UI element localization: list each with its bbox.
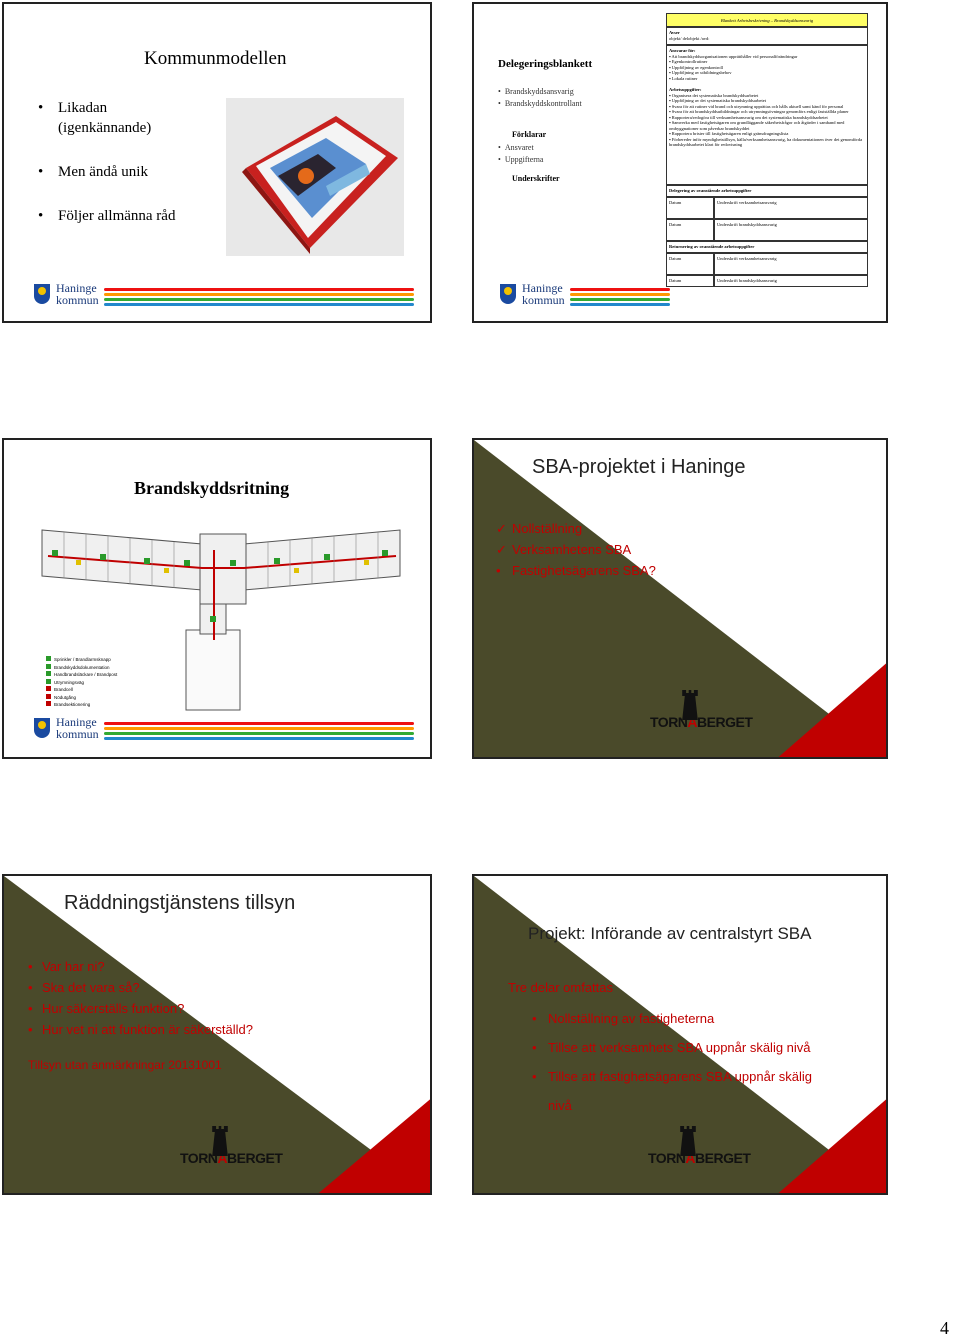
status-item-verksamhet: ✓Verksamhetens SBA bbox=[496, 542, 632, 557]
wave-decoration bbox=[104, 286, 414, 312]
status-list: ✓Nollställning ✓Verksamhetens SBA •Fasti… bbox=[496, 518, 656, 581]
floor-plan-legend: Sprinkler / Brandlarmsknapp Brandskyddsd… bbox=[46, 656, 117, 709]
wave-decoration bbox=[104, 720, 414, 746]
form-line: ▪ Svara för att rutiner vid brand och ut… bbox=[669, 103, 844, 109]
form-line: ▪ Samverka med fastighetsägaren om grund… bbox=[669, 120, 845, 131]
tower-icon bbox=[680, 1126, 696, 1156]
form-line: ▪ Förbereder inför myndighetstillsyn, kä… bbox=[669, 136, 863, 148]
tower-icon bbox=[682, 690, 698, 720]
slide-projekt-centralstyrt-sba: Projekt: Införande av centralstyrt SBA T… bbox=[472, 874, 888, 1195]
page-number: 4 bbox=[940, 1318, 949, 1338]
slide-title: Delegeringsblankett bbox=[498, 58, 593, 70]
slide-title: Kommunmodellen bbox=[144, 48, 287, 69]
scope-item-cont: nivå bbox=[548, 1098, 572, 1113]
bullet-item: •Likadan bbox=[38, 100, 108, 116]
slide-kommunmodellen: Kommunmodellen •Likadan (igenkännande) •… bbox=[2, 2, 432, 323]
list-roles: • Brandskyddsansvarig • Brandskyddskontr… bbox=[498, 86, 582, 110]
slide-background bbox=[474, 876, 886, 1193]
bullet-list: •Likadan (igenkännande) •Men ändå unik •… bbox=[38, 100, 175, 228]
legend-item: Utrymningsväg bbox=[46, 678, 117, 687]
legend-item: Brandcell bbox=[46, 686, 117, 694]
form-avser: Avser objekt/ delobjekt /avd: bbox=[666, 27, 868, 45]
slide-title: Räddningstjänstens tillsyn bbox=[64, 892, 296, 914]
slide-background bbox=[474, 440, 886, 757]
scope-item: •Tillse att fastighetsägarens SBA uppnår… bbox=[532, 1069, 812, 1084]
form-signature-cell: Underskrift verksamhetsansvarig bbox=[714, 197, 868, 219]
wave-decoration bbox=[570, 286, 670, 312]
form-line: ▪ Uppföljning av utbildningsbehov bbox=[669, 70, 732, 75]
haninge-shield-icon bbox=[34, 718, 50, 738]
binder-image bbox=[242, 116, 398, 254]
scope-item: •Tillse att verksamhets SBA uppnår skäli… bbox=[532, 1040, 811, 1055]
form-signature-cell: Underskrift brandskyddsansvarig bbox=[714, 275, 868, 287]
haninge-shield-icon bbox=[34, 284, 50, 304]
form-responsibilities: Ansvarar för: ▪ Att brandskyddsorganisat… bbox=[666, 45, 868, 185]
scope-item: •Nollställning av fastigheterna bbox=[532, 1011, 715, 1026]
form-signature-cell: Underskrift brandskyddsansvarig bbox=[714, 219, 868, 241]
form-line: ▪ Rapportera/redogöra till verksamhetsan… bbox=[669, 114, 828, 120]
binder-photo bbox=[226, 98, 404, 256]
bullet-item-cont: (igenkännande) bbox=[58, 120, 152, 136]
slide-raddningstjanstens-tillsyn: Räddningstjänstens tillsyn •Var har ni? … bbox=[2, 874, 432, 1195]
form-delegation-label: Delegering av ovanstående arbetsuppgifte… bbox=[666, 185, 868, 197]
list-explains: • Ansvaret • Uppgifterna bbox=[498, 142, 543, 166]
slide-title: Projekt: Införande av centralstyrt SBA bbox=[528, 924, 812, 943]
form-line: ▪ Att brandskyddsorganisationen upprätth… bbox=[669, 53, 798, 59]
heading-underskrifter: Underskrifter bbox=[512, 174, 560, 183]
question-item: •Hur vet ni att funktion är säkerställd? bbox=[28, 1022, 253, 1037]
intro-text: Tre delar omfattas bbox=[508, 980, 614, 995]
form-line: ▪ Lokala rutiner bbox=[669, 75, 698, 81]
tornaberget-logo: TORNABERGET bbox=[648, 1126, 751, 1166]
form-line: ▪ Uppföljning av det systematiska brands… bbox=[669, 98, 766, 103]
scope-list: •Nollställning av fastigheterna •Tillse … bbox=[532, 1004, 812, 1120]
form-line: ▪ Organisera det systematiska brandskydd… bbox=[669, 92, 759, 98]
tornaberget-logo: TORNABERGET bbox=[180, 1126, 283, 1166]
slide-title: SBA-projektet i Haninge bbox=[532, 456, 746, 478]
floor-plan bbox=[41, 529, 401, 711]
form-signature-cell: Underskrift verksamhetsansvarig bbox=[714, 253, 868, 275]
heading-forklarar: Förklarar bbox=[512, 130, 547, 139]
haninge-shield-icon bbox=[500, 284, 516, 304]
list-item: • Brandskyddsansvarig bbox=[498, 87, 574, 96]
question-item: •Hur säkerställs funktion? bbox=[28, 1001, 185, 1016]
form-date-cell: Datum bbox=[666, 253, 714, 275]
slide-title: Brandskyddsritning bbox=[134, 478, 290, 498]
question-list: •Var har ni? •Ska det vara så? •Hur säke… bbox=[28, 956, 253, 1040]
form-date-cell: Datum bbox=[666, 275, 714, 287]
tower-icon bbox=[212, 1126, 228, 1156]
slide-sba-projektet: SBA-projektet i Haninge ✓Nollställning ✓… bbox=[472, 438, 888, 759]
list-item: • Brandskyddskontrollant bbox=[498, 99, 582, 108]
legend-item: Handbrandsläckare / Brandpost bbox=[46, 671, 117, 679]
slide-background bbox=[4, 876, 430, 1193]
form-line: ▪ Rapportera brister till fastighetsägar… bbox=[669, 131, 789, 136]
status-item-nollstallning: ✓Nollställning bbox=[496, 521, 583, 536]
bullet-item: •Men ändå unik bbox=[38, 164, 148, 180]
form-date-cell: Datum bbox=[666, 219, 714, 241]
form-header: Blankett Arbetsbeskrivning – Brandskydds… bbox=[666, 13, 868, 27]
form-return-label: Returnering av ovanstående arbetsuppgift… bbox=[666, 241, 868, 253]
arbetsbeskrivning-form: Blankett Arbetsbeskrivning – Brandskydds… bbox=[666, 13, 868, 287]
question-item: •Ska det vara så? bbox=[28, 980, 140, 995]
list-item: • Ansvaret bbox=[498, 143, 534, 152]
legend-item: Brandskyddsdokumentation bbox=[46, 663, 117, 672]
tillsyn-note: Tillsyn utan anmärkningar 20131001 bbox=[28, 1058, 222, 1072]
slide-brandskyddsritning: Brandskyddsritning Sprinkler / Brand bbox=[2, 438, 432, 759]
form-line: ▪ Svara för att brandskyddsutbildningar … bbox=[669, 109, 849, 114]
form-line: ▪ Egenkontrollrutiner bbox=[669, 59, 708, 64]
bullet-item: •Följer allmänna råd bbox=[38, 208, 176, 224]
status-item-fastighet: •Fastighetsägarens SBA? bbox=[496, 563, 656, 578]
legend-item: Brandsektionering bbox=[46, 701, 117, 709]
form-line: ▪ Uppföljning av egenkontroll bbox=[669, 64, 723, 70]
legend-item: Nödutgång bbox=[46, 693, 117, 702]
tornaberget-logo: TORNABERGET bbox=[650, 690, 753, 730]
legend-item: Sprinkler / Brandlarmsknapp bbox=[46, 656, 117, 664]
form-date-cell: Datum bbox=[666, 197, 714, 219]
list-item: • Uppgifterna bbox=[498, 155, 544, 164]
question-item: •Var har ni? bbox=[28, 959, 105, 974]
